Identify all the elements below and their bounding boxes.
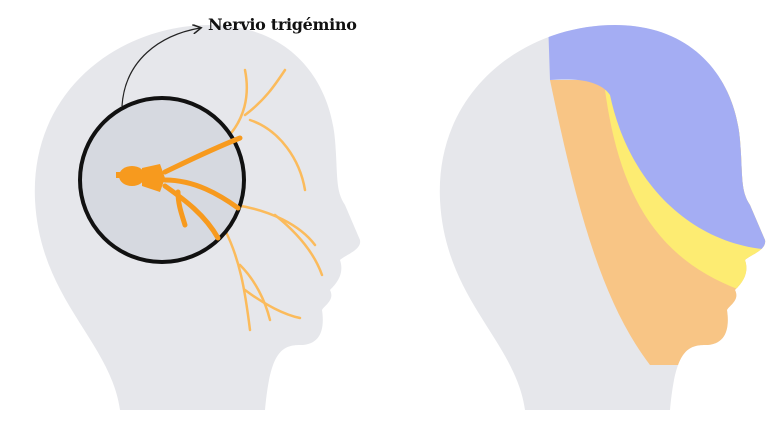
nerve-label: Nervio trigémino: [208, 15, 357, 34]
trigeminal-nerve: [116, 135, 243, 241]
peripheral-nerve-branches: [223, 68, 324, 332]
pointer-arrow: [121, 28, 200, 107]
